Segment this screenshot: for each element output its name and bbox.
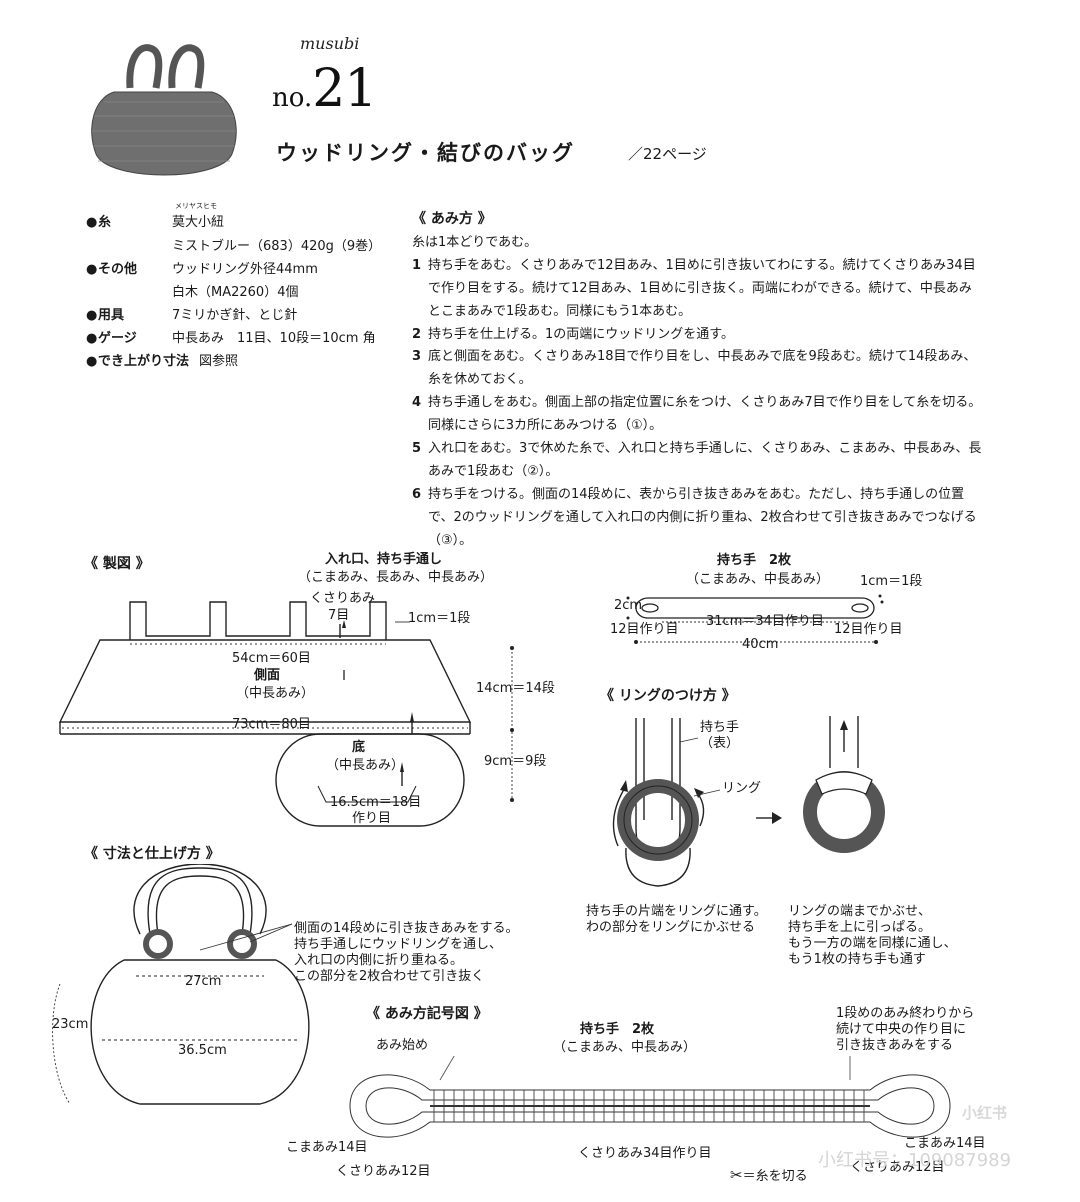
spec-label: 糸 <box>98 215 112 230</box>
page-reference: ／22ページ <box>628 145 707 163</box>
spec-other: ●その他ウッドリング外径44mm <box>86 258 318 277</box>
finish-top-width: 27cm <box>185 974 222 989</box>
spec-value: 図参照 <box>199 354 239 369</box>
ring-caption-left-1: 持ち手の片端をリングに通す。 <box>586 904 767 919</box>
spec-value: 中長あみ 11目、10段＝10cm 角 <box>172 331 376 346</box>
brand-label: musubi <box>300 34 360 53</box>
seizu-side-label: 側面 <box>254 668 281 683</box>
chart-note-1: 1段めのあみ終わりから <box>836 1006 975 1021</box>
spec-yarn: ●糸莫大小紐 <box>86 211 224 230</box>
seizu-heading: 《 製図 》 <box>84 556 150 572</box>
handle-title: 持ち手 2枚 <box>717 553 792 568</box>
bag-photo <box>91 44 237 176</box>
seizu-top-sub: （こまあみ、長あみ、中長あみ） <box>298 570 494 585</box>
spec-label: ゲージ <box>98 331 137 346</box>
seizu-base-label: 底 <box>352 740 366 755</box>
seizu-side-sub: （中長あみ） <box>236 686 315 701</box>
finish-height: 23cm <box>52 1017 89 1032</box>
handle-left-cast: 12目作り目 <box>610 622 679 637</box>
spec-gauge: ●ゲージ中長あみ 11目、10段＝10cm 角 <box>86 327 376 346</box>
spec-label: 用具 <box>98 308 125 323</box>
handle-total: 40cm <box>742 637 779 652</box>
handle-sub: （こまあみ、中長あみ） <box>686 572 830 587</box>
cut-legend: ✂︎＝糸を切る <box>730 1166 808 1185</box>
cut-legend-text: ＝糸を切る <box>742 1169 808 1184</box>
finish-note-4: この部分を2枚合わせて引き抜く <box>294 969 485 984</box>
chart-left-ch: くさりあみ12目 <box>336 1164 431 1179</box>
seizu-base-height: 9cm＝9段 <box>484 754 547 769</box>
spec-label: その他 <box>98 262 138 277</box>
chart-left-sc: こまあみ14目 <box>286 1140 368 1155</box>
seizu-chain: くさりあみ <box>310 591 376 606</box>
ring-caption-right-2: 持ち手を上に引っぱる。 <box>788 920 932 935</box>
spec-other-2: 白木（MA2260）4個 <box>86 281 298 300</box>
ring-caption-right-3: もう一方の端を同様に通し、 <box>788 936 957 951</box>
finish-note-3: 入れ口の内側に折り重ねる。 <box>294 953 464 968</box>
chart-note-2: 続けて中央の作り目に <box>836 1022 967 1037</box>
handle-row-note: 1cm＝1段 <box>860 574 923 589</box>
cut-icon: ✂︎ <box>730 1166 743 1184</box>
chart-heading: 《 あみ方記号図 》 <box>366 1006 488 1022</box>
chart-title: 持ち手 2枚 <box>580 1022 655 1037</box>
spec-value: 白木（MA2260）4個 <box>172 285 299 300</box>
method-intro: 糸は1本どりであむ。 <box>412 235 538 250</box>
ring-caption-right-1: リングの端までかぶせ、 <box>788 904 932 919</box>
spec-value: ミストブルー（683）420g（9巻） <box>172 239 382 254</box>
seizu-base-width: 16.5cm＝18目 <box>330 795 422 810</box>
handle-diagram <box>626 594 884 644</box>
pattern-number: no.21 <box>272 58 377 120</box>
ring-diagram <box>612 716 885 887</box>
ring-ring-label: リング <box>722 781 762 796</box>
watermark-id: 小红书号：109087989 <box>818 1150 1012 1171</box>
spec-ruby: メリヤスヒモ <box>175 202 217 210</box>
spec-label: でき上がり寸法 <box>98 354 190 369</box>
chart-center-ch: くさりあみ34目作り目 <box>578 1146 712 1161</box>
seizu-base-sub: （中長あみ） <box>326 758 405 773</box>
spec-yarn-color: ミストブルー（683）420g（9巻） <box>86 235 381 254</box>
chart-right-sc: こまあみ14目 <box>904 1136 986 1151</box>
spec-value: 莫大小紐 <box>172 215 225 230</box>
ring-caption-right-4: もう1枚の持ち手も通す <box>788 952 926 967</box>
seizu-diagram <box>58 601 514 827</box>
handle-middle: 31cm＝34目作り目 <box>706 614 824 629</box>
symbol-chart <box>349 1056 951 1138</box>
finish-width: 36.5cm <box>178 1043 227 1058</box>
seizu-cm-row: 1cm＝1段 <box>408 611 471 626</box>
seizu-bottom-width: 73cm＝80目 <box>232 717 311 732</box>
chart-sub: （こまあみ、中長あみ） <box>553 1040 697 1055</box>
finish-note-2: 持ち手通しにウッドリングを通し、 <box>294 937 503 952</box>
chart-right-ch: くさりあみ12目 <box>850 1160 945 1175</box>
ring-heading: 《 リングのつけ方 》 <box>600 688 736 704</box>
chart-start: あみ始め <box>376 1038 429 1053</box>
chart-note-3: 引き抜きあみをする <box>836 1038 954 1053</box>
ring-caption-left-2: わの部分をリングにかぶせる <box>586 920 756 935</box>
handle-right-cast: 12目作り目 <box>834 622 903 637</box>
spec-value: 7ミリかぎ針、とじ針 <box>172 308 298 323</box>
watermark-logo: 小红书 <box>962 1104 1008 1122</box>
seizu-top-width: 54cm＝60目 <box>232 651 311 666</box>
seizu-top-label: 入れ口、持ち手通し <box>325 552 443 567</box>
spec-value: ウッドリング外径44mm <box>172 262 318 277</box>
seizu-chain-count: 7目 <box>328 608 350 623</box>
ring-handle-label: 持ち手 <box>700 720 740 735</box>
pattern-number-value: 21 <box>312 59 377 119</box>
pattern-number-prefix: no. <box>272 83 313 113</box>
seizu-base-cast: 作り目 <box>352 811 392 826</box>
finish-diagram <box>52 864 310 1105</box>
handle-height: 2cm <box>614 598 643 613</box>
finish-note-1: 側面の14段めに引き抜きあみをする。 <box>294 921 519 936</box>
page-title: ウッドリング・結びのバッグ <box>276 141 575 165</box>
finish-heading: 《 寸法と仕上げ方 》 <box>84 846 220 862</box>
spec-size: ●でき上がり寸法図参照 <box>86 350 238 369</box>
ring-handle-face: （表） <box>700 736 740 751</box>
method-heading: 《 あみ方 》 <box>412 211 492 227</box>
seizu-side-height: 14cm＝14段 <box>476 681 555 696</box>
